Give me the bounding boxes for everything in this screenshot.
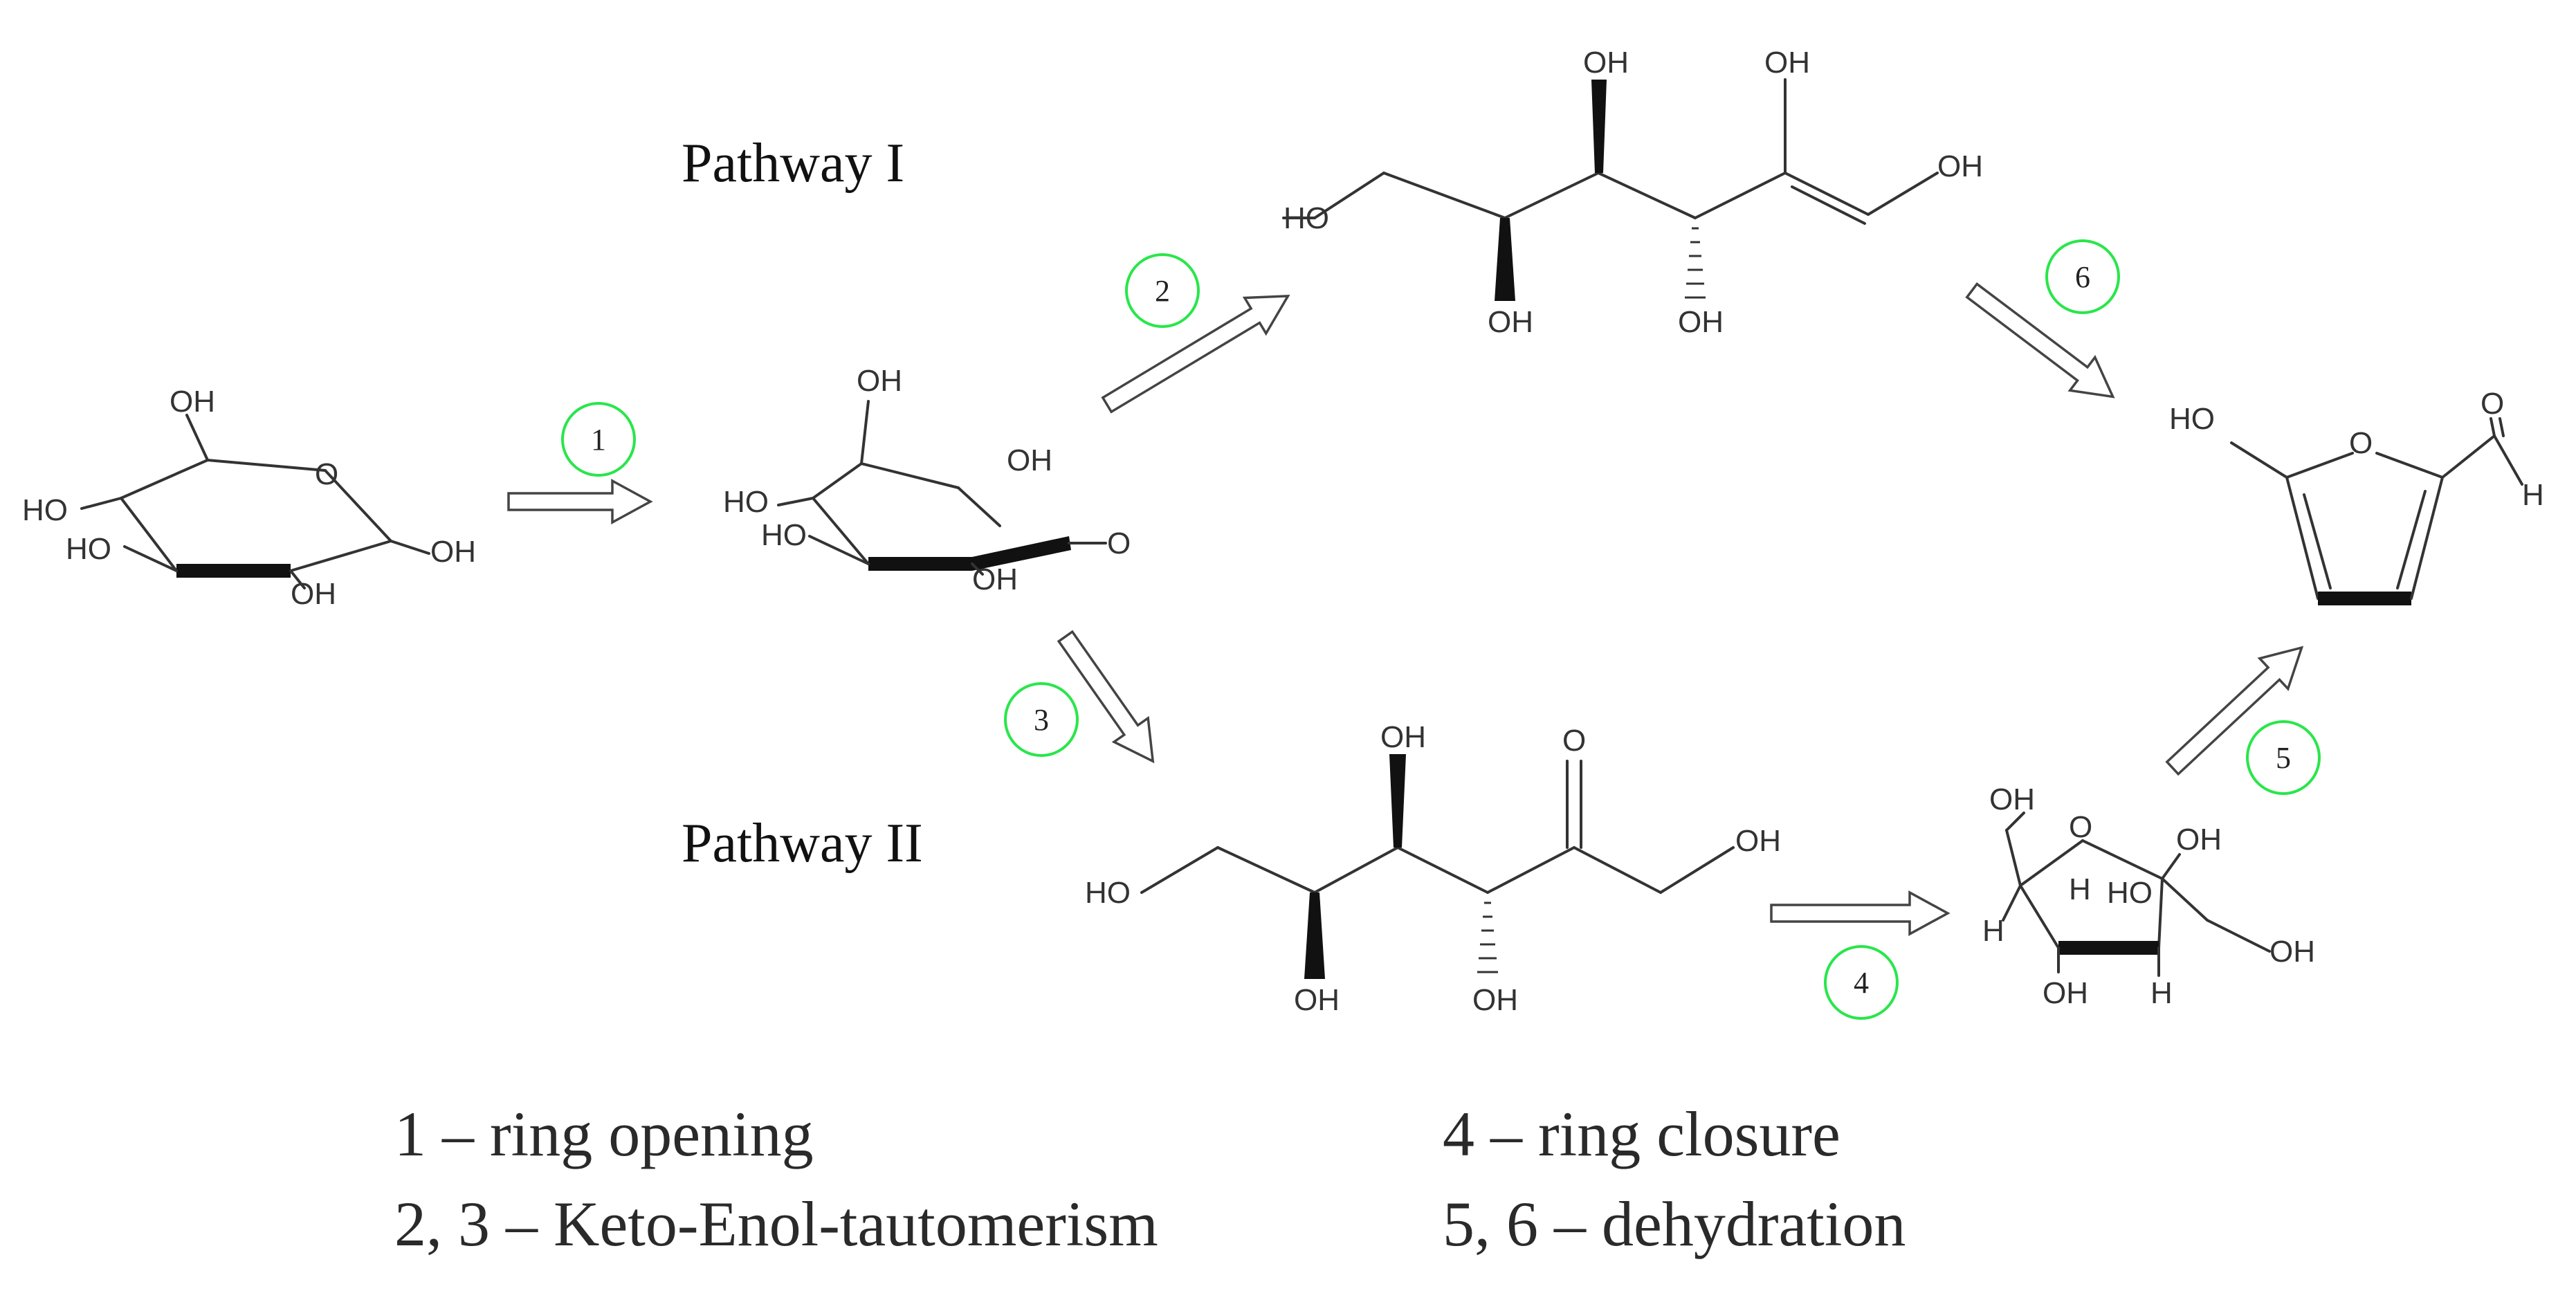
step-circle: [1125, 253, 1200, 328]
atom-ho: HO: [723, 485, 769, 519]
step-circle: [2045, 239, 2120, 314]
arrow-step-5: [2165, 646, 2304, 776]
atom-o: O: [1107, 527, 1131, 560]
atom-h: H: [2150, 976, 2173, 1010]
atom-oh: OH: [2176, 823, 2222, 857]
legend-step-1: 1 – ring opening: [394, 1099, 814, 1169]
step-number: 2: [1155, 274, 1170, 308]
atom-ho: HO: [66, 532, 111, 566]
atom-oh: OH: [1678, 305, 1724, 339]
step-number: 6: [2075, 260, 2090, 294]
atom-ho: HO: [22, 493, 68, 527]
atom-h: H: [2069, 872, 2091, 906]
pathway-two-label: Pathway II: [682, 813, 923, 874]
atom-ho: HO: [1284, 201, 1329, 235]
glucose-open-chain-structure: OH OH HO HO OH O: [723, 364, 1131, 596]
fructofuranose-structure: OH O OH H H HO OH H OH: [1982, 782, 2315, 1010]
arrow-step-2: [1101, 295, 1290, 414]
step-circle: [2246, 720, 2321, 795]
step-marker-3: 3: [1004, 682, 1079, 757]
legend: 1 – ring opening 2, 3 – Keto-Enol-tautom…: [394, 1099, 1906, 1259]
step-number: 4: [1854, 966, 1869, 1000]
step-number: 1: [591, 423, 606, 457]
step-marker-6: 6: [2045, 239, 2120, 314]
atom-ho: HO: [2169, 402, 2215, 436]
atom-oh: OH: [1764, 46, 1810, 80]
atom-oh: OH: [1488, 305, 1533, 339]
atom-o: O: [2069, 810, 2092, 844]
atom-oh: OH: [1380, 720, 1426, 754]
legend-step-4: 4 – ring closure: [1443, 1099, 1840, 1169]
atom-ho: HO: [2107, 876, 2153, 910]
step-number: 5: [2276, 741, 2291, 775]
atom-oh: OH: [1583, 46, 1629, 80]
atom-oh: OH: [291, 577, 336, 611]
enediol-structure: HO OH OH OH OH OH: [1282, 46, 1983, 339]
step-circle: [1004, 682, 1079, 757]
step-number: 3: [1034, 703, 1049, 737]
pathway-one-label: Pathway I: [682, 133, 904, 194]
atom-oh: OH: [170, 385, 215, 419]
arrow-step-1: [507, 479, 653, 524]
atom-h: H: [1982, 914, 2004, 948]
atom-oh: OH: [1294, 983, 1340, 1017]
atom-oh: OH: [2269, 935, 2315, 969]
hmf-product-structure: HO O O H: [2169, 387, 2544, 605]
legend-step-2-3: 2, 3 – Keto-Enol-tautomerism: [394, 1189, 1158, 1259]
atom-o: O: [2481, 387, 2504, 421]
atom-oh: OH: [1007, 443, 1052, 477]
fructose-open-chain-structure: HO OH O OH OH OH: [1085, 720, 1781, 1017]
step-circle: [561, 402, 636, 477]
atom-oh: OH: [1989, 782, 2035, 816]
atom-oh: OH: [1735, 824, 1781, 858]
atom-oh: OH: [1472, 983, 1518, 1017]
atom-oh: OH: [1937, 149, 1983, 183]
arrow-step-4: [1770, 890, 1951, 936]
glucose-pyranose-structure: OH O HO HO OH OH: [22, 385, 476, 611]
atom-h: H: [2522, 478, 2544, 512]
arrow-step-3: [1057, 630, 1155, 764]
atom-o: O: [315, 457, 338, 491]
step-marker-4: 4: [1824, 945, 1899, 1020]
atom-ho: HO: [761, 518, 807, 552]
atom-oh: OH: [972, 562, 1018, 596]
atom-oh: OH: [857, 364, 902, 398]
step-circle: [1824, 945, 1899, 1020]
step-marker-5: 5: [2246, 720, 2321, 795]
atom-ho: HO: [1085, 876, 1131, 910]
atom-o: O: [1562, 724, 1586, 758]
atom-oh: OH: [430, 535, 476, 569]
step-marker-1: 1: [561, 402, 636, 477]
atom-oh: OH: [2043, 976, 2088, 1010]
atom-o: O: [2349, 426, 2373, 460]
legend-step-5-6: 5, 6 – dehydration: [1443, 1189, 1906, 1259]
step-marker-2: 2: [1125, 253, 1200, 328]
arrow-step-6: [1965, 282, 2115, 399]
